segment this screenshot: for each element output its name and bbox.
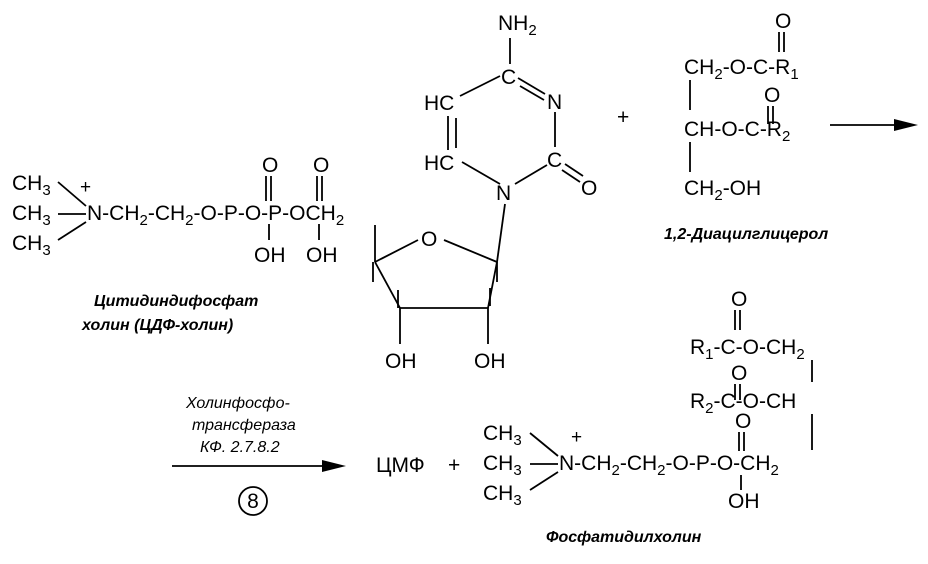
cdp-phosphate-o-2: O — [313, 154, 329, 177]
dag-o-1: O — [775, 10, 791, 33]
plus-products: + — [448, 454, 460, 477]
pc-ch3-mid: CH3 — [483, 452, 522, 479]
dag-line-2: CH-O-C-R2 — [684, 118, 790, 145]
diacylglycerol-structure: O CH2-O-C-R1 O CH-O-C-R2 CH2-OH 1,2-Диац… — [664, 10, 828, 243]
cdp-phosphate-o-1: O — [262, 154, 278, 177]
cdp-n1-ribose — [496, 203, 506, 263]
pc-o-3: O — [735, 410, 751, 433]
step-number-circle — [238, 486, 268, 516]
pc-oh: OH — [728, 490, 760, 513]
pc-o-1: O — [731, 288, 747, 311]
cdp-ribose-c4-o — [374, 239, 419, 263]
cdp-chain: N-CH2-CH2-O-P-O-P-OCH2 — [87, 202, 344, 229]
plus-reactants: + — [617, 106, 629, 129]
pc-name: Фосфатидилхолин — [546, 529, 702, 546]
phosphatidylcholine-structure: O R1-C-O-CH2 O R2-C-O-CH CH3 CH3 CH3 + N… — [483, 288, 813, 546]
cdp-ring-c4: C — [501, 66, 516, 89]
cdp-c2-o-a — [564, 163, 584, 177]
enzyme-name-line1: Холинфосфо- — [185, 395, 290, 412]
cdp-ring-n3: N — [547, 91, 562, 114]
cdp-ring-hc5: HC — [424, 92, 454, 115]
dag-name: 1,2-Диацилглицерол — [664, 226, 828, 243]
cdp-c2-n1 — [514, 164, 548, 185]
cdp-ring-hc6: HC — [424, 152, 454, 175]
cdp-ch3-top: CH3 — [12, 172, 51, 199]
cdp-ch3-bot: CH3 — [12, 232, 51, 259]
cdp-c4-n3-a — [517, 77, 546, 95]
pc-ch3-bot: CH3 — [483, 482, 522, 509]
cdp-c4-n3-b — [519, 85, 545, 101]
cdp-n1-c6 — [461, 161, 501, 185]
pc-ch3-top: CH3 — [483, 422, 522, 449]
cdp-choline-name-line2: холин (ЦДФ-холин) — [81, 317, 233, 334]
cdp-ribose-oh-right: OH — [474, 350, 506, 373]
enzyme-name-line2: трансфераза — [192, 417, 296, 434]
pc-chain: N-CH2-CH2-O-P-O-CH2 — [559, 452, 779, 479]
pc-o-2: O — [731, 362, 747, 385]
cdp-bond-ch3-bot — [57, 221, 87, 241]
cdp-ring-n1: N — [496, 182, 511, 205]
pc-charge: + — [571, 427, 582, 448]
top-arrow-head — [894, 119, 918, 131]
cdp-c2-o-b — [561, 169, 581, 183]
enzyme-ec-number: КФ. 2.7.8.2 — [200, 439, 280, 456]
bottom-arrow-head — [322, 460, 346, 472]
pc-line-1: R1-C-O-CH2 — [690, 336, 805, 363]
cdp-choline-name-line1: Цитидиндифосфат — [94, 293, 258, 310]
dag-line-3: CH2-OH — [684, 177, 761, 204]
cdp-ch3-mid: CH3 — [12, 202, 51, 229]
top-arrow — [830, 119, 918, 131]
cdp-c5-c4 — [459, 75, 501, 97]
step-number: 8 — [247, 490, 259, 513]
cdp-ring-c2: C — [547, 149, 562, 172]
cdp-bond-ch3-top — [57, 181, 87, 207]
dag-line-1: CH2-O-C-R1 — [684, 56, 799, 83]
cdp-ribose-o-c1 — [443, 239, 498, 263]
dag-o-2: O — [764, 84, 780, 107]
cdp-choline-structure: CH3 CH3 CH3 + N-CH2-CH2-O-P-O-P-OCH2 O O… — [12, 12, 597, 373]
cdp-ribose-oh-left: OH — [385, 350, 417, 373]
pc-bond-ch3-top — [529, 432, 559, 457]
cdp-amine: NH2 — [498, 12, 537, 39]
cdp-charge: + — [80, 177, 91, 198]
cdp-ring-c2-o: O — [581, 177, 597, 200]
pc-bond-ch3-bot — [529, 471, 559, 491]
product-cmp: ЦМФ — [376, 454, 425, 477]
cdp-phosphate-oh-1: OH — [254, 244, 286, 267]
cdp-phosphate-oh-2: OH — [306, 244, 338, 267]
cdp-ribose-ring-o: O — [421, 228, 437, 251]
cdp-ribose-c4-c3 — [374, 261, 401, 309]
pc-line-2: R2-C-O-CH — [690, 390, 796, 417]
enzyme-block: Холинфосфо- трансфераза КФ. 2.7.8.2 8 — [172, 395, 346, 516]
